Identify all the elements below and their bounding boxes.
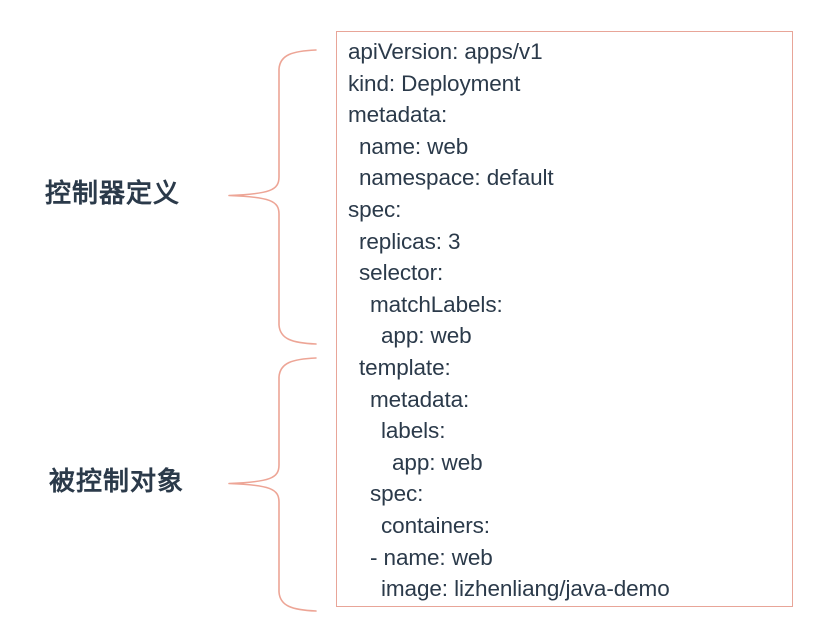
yaml-line: metadata: — [370, 386, 470, 412]
yaml-line: namespace: default — [359, 165, 554, 191]
yaml-line: apiVersion: apps/v1 — [348, 39, 543, 64]
yaml-line: template: — [359, 354, 451, 380]
yaml-line: spec: — [348, 196, 402, 222]
yaml-line: labels: — [381, 418, 446, 444]
yaml-line: app: web — [381, 323, 472, 349]
yaml-line: replicas: 3 — [359, 228, 461, 254]
yaml-panel: apiVersion: apps/v1 kind: Deployment met… — [336, 31, 793, 607]
yaml-line: name: web — [359, 133, 469, 159]
yaml-code-block: apiVersion: apps/v1 kind: Deployment met… — [348, 36, 788, 605]
brace-controlled-object-icon — [228, 357, 317, 612]
group-label-controlled-object: 被控制对象 — [49, 467, 185, 497]
yaml-line: spec: — [370, 481, 424, 507]
yaml-line: matchLabels: — [370, 291, 503, 317]
group-label-controller-definition: 控制器定义 — [45, 179, 181, 209]
yaml-line: app: web — [392, 449, 483, 475]
yaml-line: selector: — [359, 260, 444, 286]
yaml-line: kind: Deployment — [348, 70, 521, 96]
yaml-line: metadata: — [348, 102, 448, 128]
yaml-line: - name: web — [370, 544, 493, 570]
yaml-line: containers: — [381, 512, 490, 538]
brace-controller-definition-icon — [228, 49, 317, 345]
yaml-line: image: lizhenliang/java-demo — [381, 576, 670, 602]
